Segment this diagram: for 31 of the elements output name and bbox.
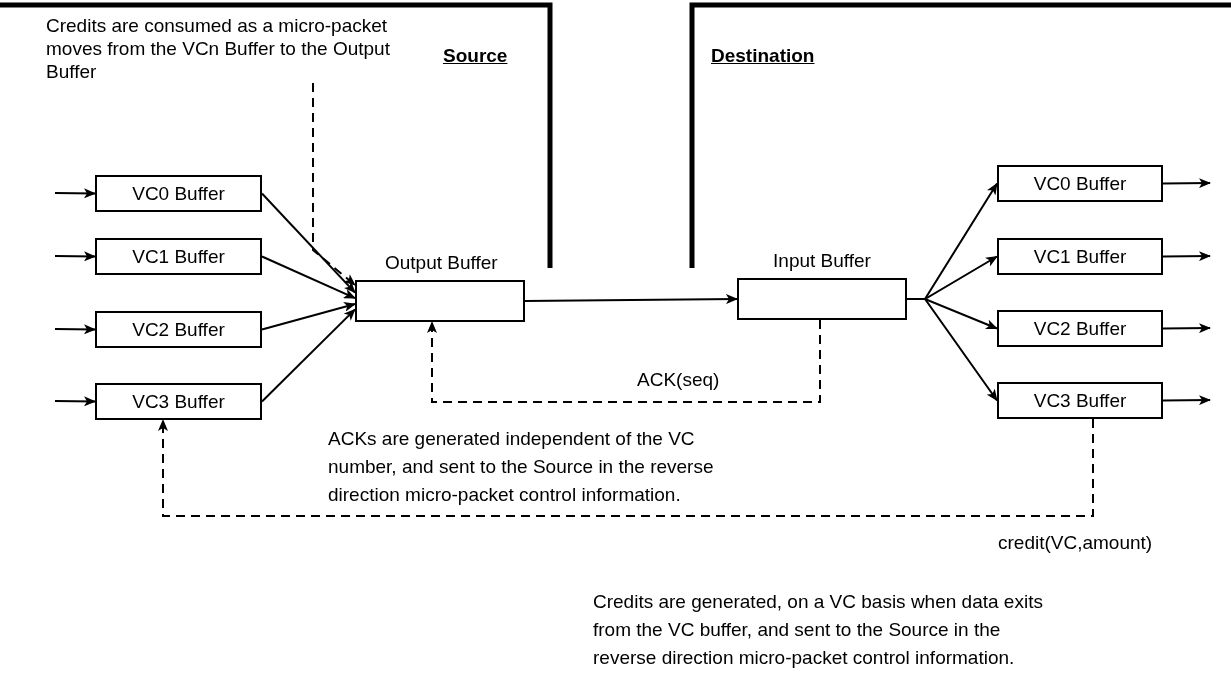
arrow xyxy=(54,251,96,262)
buffer-box: VC1 Buffer xyxy=(997,238,1163,275)
buffer-box: VC2 Buffer xyxy=(95,311,262,348)
buffer-label: Input Buffer xyxy=(772,249,872,272)
arrow xyxy=(906,298,998,402)
arrow xyxy=(261,308,356,403)
buffer-box: VC0 Buffer xyxy=(95,175,262,212)
leader-line xyxy=(312,82,356,287)
section-heading: Source xyxy=(443,44,508,68)
arrow xyxy=(158,418,1094,517)
arrow xyxy=(1162,323,1211,334)
note-text: Credits are generated, on a VC basis when data exits from the VC buffer, and sent to the Source in the reverse direction micro-packet control information. xyxy=(593,590,1044,670)
buffer-box: VC3 Buffer xyxy=(997,382,1163,419)
arrow xyxy=(1162,251,1211,262)
buffer-box: VC3 Buffer xyxy=(95,383,262,420)
arrow xyxy=(54,396,96,407)
arrow xyxy=(261,192,356,294)
arrow xyxy=(261,302,356,331)
buffer-box: VC0 Buffer xyxy=(997,165,1163,202)
note-text: Credits are consumed as a micro-packet moves from the VCn Buffer to the Output Buffer xyxy=(46,14,391,83)
arrow xyxy=(1162,178,1211,189)
arrow xyxy=(524,294,738,305)
buffer-box: VC1 Buffer xyxy=(95,238,262,275)
section-heading: Destination xyxy=(711,44,815,68)
arrow xyxy=(427,319,821,403)
arrow xyxy=(1162,395,1211,406)
arrow xyxy=(54,188,96,199)
arrow xyxy=(54,324,96,335)
arrow xyxy=(261,255,356,300)
buffer-box: VC2 Buffer xyxy=(997,310,1163,347)
note-text: ACKs are generated independent of the VC number, and sent to the Source in the reverse direction micro-packet control information. xyxy=(328,427,715,507)
